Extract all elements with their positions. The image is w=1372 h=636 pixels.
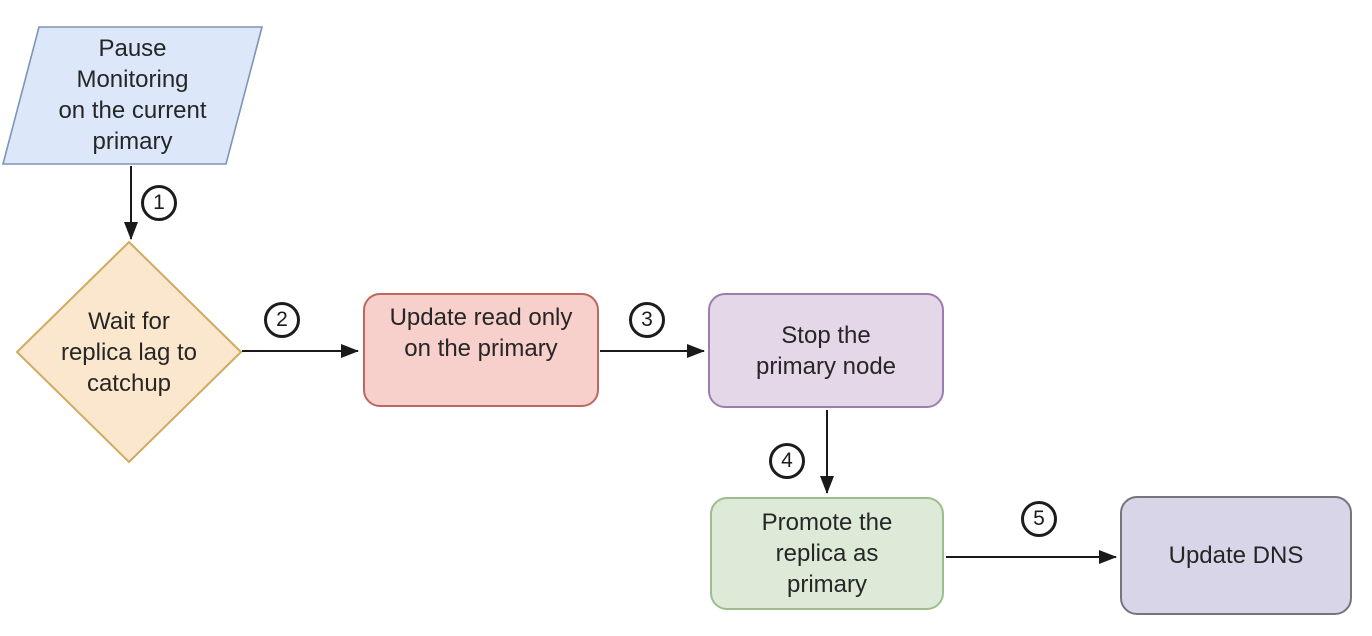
node-update-read-only-label: Update read only on the primary <box>389 304 573 362</box>
step-badge-4: 4 <box>769 443 805 479</box>
node-stop-primary: Stop the primary node <box>708 293 944 408</box>
step-badge-1: 1 <box>141 185 177 221</box>
node-stop-primary-label: Stop the primary node <box>755 321 897 380</box>
step-badge-2: 2 <box>264 302 300 338</box>
node-update-dns-label: Update DNS <box>1168 542 1304 569</box>
parallelogram-shape-pause-monitoring <box>1 26 264 165</box>
node-update-dns: Update DNS <box>1120 496 1352 615</box>
node-update-read-only: Update read only on the primary <box>363 293 599 407</box>
node-promote-replica-label: Promote the replica as primary <box>761 509 893 598</box>
node-wait-replica-lag-label: Wait for replica lag to catchup <box>60 307 198 397</box>
node-pause-monitoring-label: Pause Monitoring on the current primary <box>58 35 207 155</box>
step-badge-5: 5 <box>1021 501 1057 537</box>
node-promote-replica: Promote the replica as primary <box>710 497 944 610</box>
diamond-shape-wait-replica-lag <box>15 240 243 464</box>
step-badge-3: 3 <box>629 302 665 338</box>
